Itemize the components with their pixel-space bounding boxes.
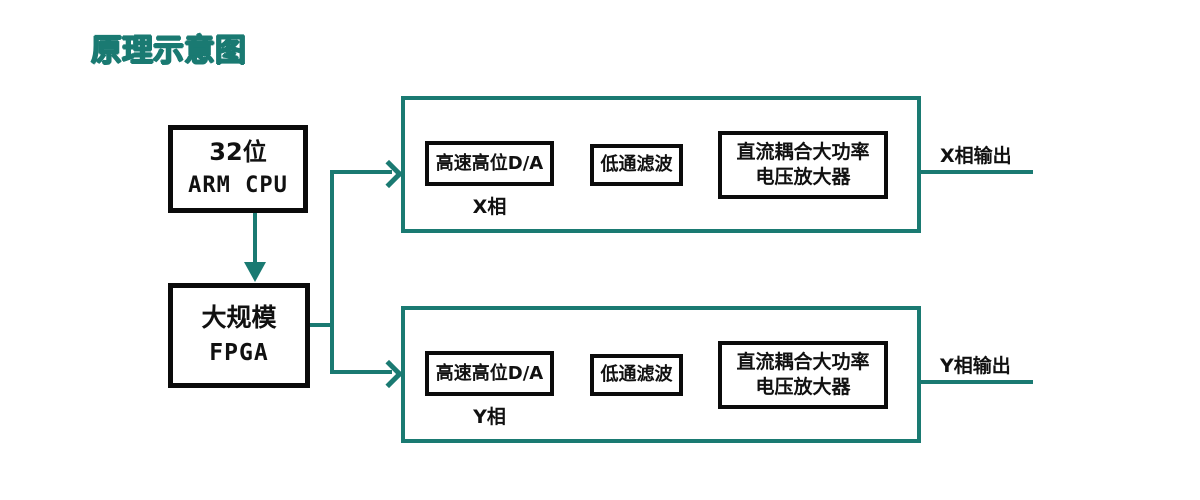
stage-dac-x-label: 高速高位D/A bbox=[435, 152, 544, 174]
stage-lowpass-filter-y-label: 低通滤波 bbox=[600, 364, 673, 385]
connector-output-x bbox=[921, 170, 1033, 174]
phase-group-x: 高速高位D/A 低通滤波 直流耦合大功率 电压放大器 X相 bbox=[401, 96, 921, 233]
connector-phase-bus bbox=[330, 170, 334, 374]
connector-branch-x bbox=[330, 170, 392, 174]
stage-dac-y-label: 高速高位D/A bbox=[435, 362, 544, 384]
stage-amplifier-x: 直流耦合大功率 电压放大器 bbox=[718, 131, 888, 199]
stage-dac-y: 高速高位D/A bbox=[425, 351, 554, 396]
arrow-right-icon bbox=[374, 359, 404, 389]
page-title: 原理示意图 bbox=[91, 33, 246, 69]
phase-group-y: 高速高位D/A 低通滤波 直流耦合大功率 电压放大器 Y相 bbox=[401, 306, 921, 443]
arrow-down-icon bbox=[244, 262, 266, 282]
output-label-y: Y相输出 bbox=[940, 355, 1011, 377]
block-fpga-line2: FPGA bbox=[209, 340, 269, 366]
block-arm-cpu: 32位 ARM CPU bbox=[168, 125, 308, 213]
stage-lowpass-filter-x: 低通滤波 bbox=[590, 144, 683, 186]
stage-amplifier-y-line2: 电压放大器 bbox=[755, 376, 851, 398]
block-fpga: 大规模 FPGA bbox=[168, 283, 310, 388]
stage-amplifier-y-line1: 直流耦合大功率 bbox=[736, 351, 870, 373]
stage-amplifier-y: 直流耦合大功率 电压放大器 bbox=[718, 341, 888, 409]
block-arm-cpu-line2: ARM CPU bbox=[188, 173, 288, 198]
block-arm-cpu-line1: 32位 bbox=[209, 138, 267, 166]
connector-output-y bbox=[921, 380, 1033, 384]
phase-label-x: X相 bbox=[472, 196, 507, 218]
block-fpga-line1: 大规模 bbox=[201, 303, 277, 332]
stage-amplifier-x-line1: 直流耦合大功率 bbox=[736, 141, 870, 163]
connector-branch-y bbox=[330, 370, 392, 374]
output-label-x: X相输出 bbox=[940, 145, 1012, 167]
arrow-right-icon bbox=[374, 159, 404, 189]
stage-amplifier-x-line2: 电压放大器 bbox=[755, 166, 851, 188]
connector-fpga-stub bbox=[310, 323, 334, 327]
stage-lowpass-filter-y: 低通滤波 bbox=[590, 354, 683, 396]
stage-lowpass-filter-x-label: 低通滤波 bbox=[600, 154, 673, 175]
stage-dac-x: 高速高位D/A bbox=[425, 141, 554, 186]
connector-cpu-to-fpga bbox=[253, 213, 257, 271]
phase-label-y: Y相 bbox=[473, 406, 506, 428]
